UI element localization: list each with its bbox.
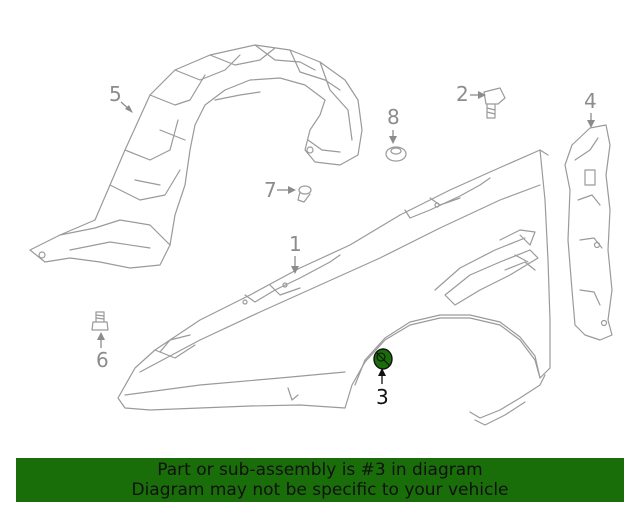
callout-8: 8 bbox=[387, 105, 400, 144]
callout-number-3: 3 bbox=[376, 385, 389, 409]
grommet-part bbox=[385, 146, 407, 162]
callout-1: 1 bbox=[289, 232, 302, 274]
fender-liner-part bbox=[29, 44, 363, 269]
stud-bolt-part bbox=[91, 311, 109, 331]
callout-number-4: 4 bbox=[584, 89, 597, 113]
callout-number-2: 2 bbox=[456, 82, 469, 106]
part-info-banner: Part or sub-assembly is #3 in diagram Di… bbox=[16, 458, 624, 502]
clip-part bbox=[297, 185, 312, 203]
callout-5: 5 bbox=[109, 82, 133, 113]
callout-4: 4 bbox=[584, 89, 597, 128]
callout-number-8: 8 bbox=[387, 105, 400, 129]
fender-bracket-part bbox=[564, 124, 613, 341]
callout-number-1: 1 bbox=[289, 232, 302, 256]
callout-2: 2 bbox=[456, 82, 486, 106]
fender-part bbox=[117, 149, 551, 426]
callout-7: 7 bbox=[264, 178, 296, 202]
callout-3: 3 bbox=[376, 368, 389, 409]
grommet-nut-part bbox=[373, 348, 393, 370]
bolt-part bbox=[483, 87, 506, 119]
callout-number-6: 6 bbox=[96, 348, 109, 372]
callout-6: 6 bbox=[96, 332, 109, 372]
callout-number-7: 7 bbox=[264, 178, 277, 202]
banner-line-1: Part or sub-assembly is #3 in diagram bbox=[157, 460, 483, 480]
banner-line-2: Diagram may not be specific to your vehi… bbox=[131, 480, 509, 500]
callout-number-5: 5 bbox=[109, 82, 122, 106]
